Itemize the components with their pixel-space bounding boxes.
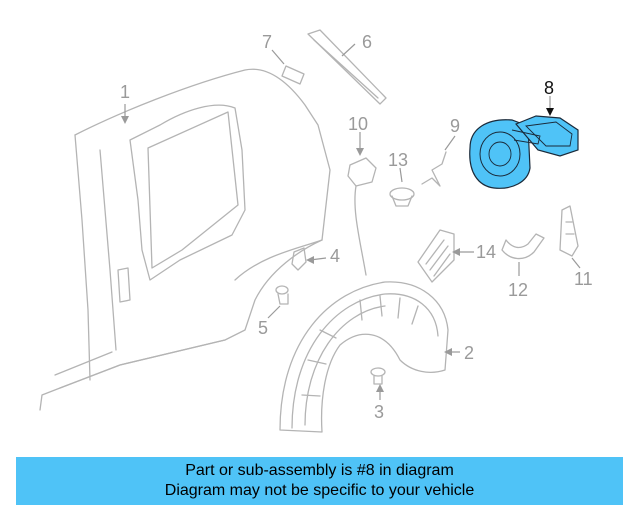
callout-4: 4 bbox=[330, 246, 340, 266]
bracket-part-7 bbox=[281, 65, 305, 85]
bracket-part-11 bbox=[559, 205, 579, 257]
fastener-part-5 bbox=[275, 285, 289, 305]
leader-lines bbox=[121, 43, 581, 400]
info-banner: Part or sub-assembly is #8 in diagram Di… bbox=[16, 457, 623, 505]
callout-14: 14 bbox=[476, 242, 496, 262]
grommet-part-13 bbox=[389, 187, 415, 207]
callout-11: 11 bbox=[574, 269, 593, 289]
callout-10: 10 bbox=[348, 114, 368, 134]
banner-line-1: Part or sub-assembly is #8 in diagram bbox=[185, 462, 454, 479]
fuel-door-part-8 bbox=[469, 115, 579, 189]
banner-line-2: Diagram may not be specific to your vehi… bbox=[164, 482, 475, 499]
callout-5: 5 bbox=[258, 318, 268, 338]
callout-labels: 1 2 3 4 5 6 7 8 9 10 11 12 13 14 bbox=[120, 32, 593, 422]
vent-part-14 bbox=[417, 229, 455, 283]
callout-8: 8 bbox=[544, 78, 554, 98]
callout-2: 2 bbox=[464, 343, 474, 363]
callout-3: 3 bbox=[374, 402, 384, 422]
release-cable-part-10 bbox=[347, 157, 377, 276]
hose-part-12 bbox=[501, 233, 545, 260]
callout-1: 1 bbox=[120, 82, 130, 102]
callout-6: 6 bbox=[362, 32, 372, 52]
callout-13: 13 bbox=[388, 150, 408, 170]
callout-7: 7 bbox=[262, 32, 272, 52]
screw-part-3 bbox=[370, 367, 386, 385]
clip-part-4 bbox=[291, 247, 307, 271]
molding-part-6 bbox=[307, 29, 387, 105]
callout-12: 12 bbox=[508, 280, 528, 300]
wheel-liner-part-2 bbox=[279, 281, 449, 433]
spring-part-9 bbox=[421, 151, 447, 187]
quarter-panel-part-1 bbox=[39, 68, 331, 411]
callout-9: 9 bbox=[450, 116, 460, 136]
